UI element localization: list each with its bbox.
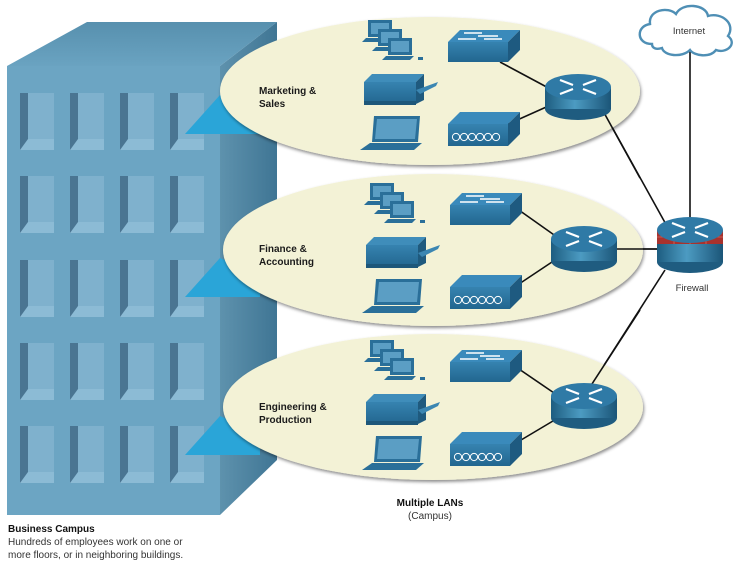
caption-title: Multiple LANs [396, 498, 464, 509]
window [70, 260, 104, 317]
building-windows [20, 93, 204, 483]
firewall-device[interactable]: Firewall [657, 217, 723, 294]
window [70, 426, 104, 483]
router-icon [549, 381, 619, 431]
lan-label-line2: Sales [259, 99, 286, 110]
building-roof [7, 22, 277, 66]
internet-label: Internet [673, 26, 706, 37]
router-icon [543, 72, 613, 122]
window [20, 93, 54, 150]
lan-label-line1: Engineering & [259, 402, 327, 413]
caption-title: Business Campus [8, 524, 95, 535]
firewall-label: Firewall [676, 283, 709, 294]
window [20, 260, 54, 317]
window [170, 93, 204, 150]
firewall-router-icon [657, 217, 723, 273]
internet-cloud[interactable]: Internet [638, 4, 733, 57]
window [120, 93, 154, 150]
window [120, 176, 154, 233]
lan-label-line2: Accounting [259, 257, 314, 268]
window [20, 426, 54, 483]
multiple-lans-caption: Multiple LANs (Campus) [370, 497, 490, 523]
lan-label-line2: Production [259, 415, 312, 426]
building [7, 22, 277, 515]
window [170, 343, 204, 400]
lan-label-line1: Finance & [259, 244, 307, 255]
router-icon [549, 224, 619, 274]
cloud-icon [638, 4, 733, 57]
caption-line2: more floors, or in neighboring buildings… [8, 550, 184, 561]
window [20, 343, 54, 400]
lan-marketing-sales[interactable]: Marketing & Sales [220, 17, 641, 179]
lan-finance-accounting[interactable]: Finance & Accounting [223, 174, 660, 326]
lan-engineering-production[interactable]: Engineering & Production [223, 309, 643, 480]
lan-label-line1: Marketing & [259, 86, 316, 97]
caption-subtitle: (Campus) [408, 511, 452, 522]
window [120, 343, 154, 400]
window [70, 176, 104, 233]
window [170, 176, 204, 233]
window [70, 93, 104, 150]
window [70, 343, 104, 400]
window [120, 426, 154, 483]
caption-line1: Hundreds of employees work on one or [8, 537, 183, 548]
window [20, 176, 54, 233]
lan-ellipse [220, 17, 640, 165]
window [120, 260, 154, 317]
business-campus-caption: Business Campus Hundreds of employees wo… [8, 523, 248, 562]
